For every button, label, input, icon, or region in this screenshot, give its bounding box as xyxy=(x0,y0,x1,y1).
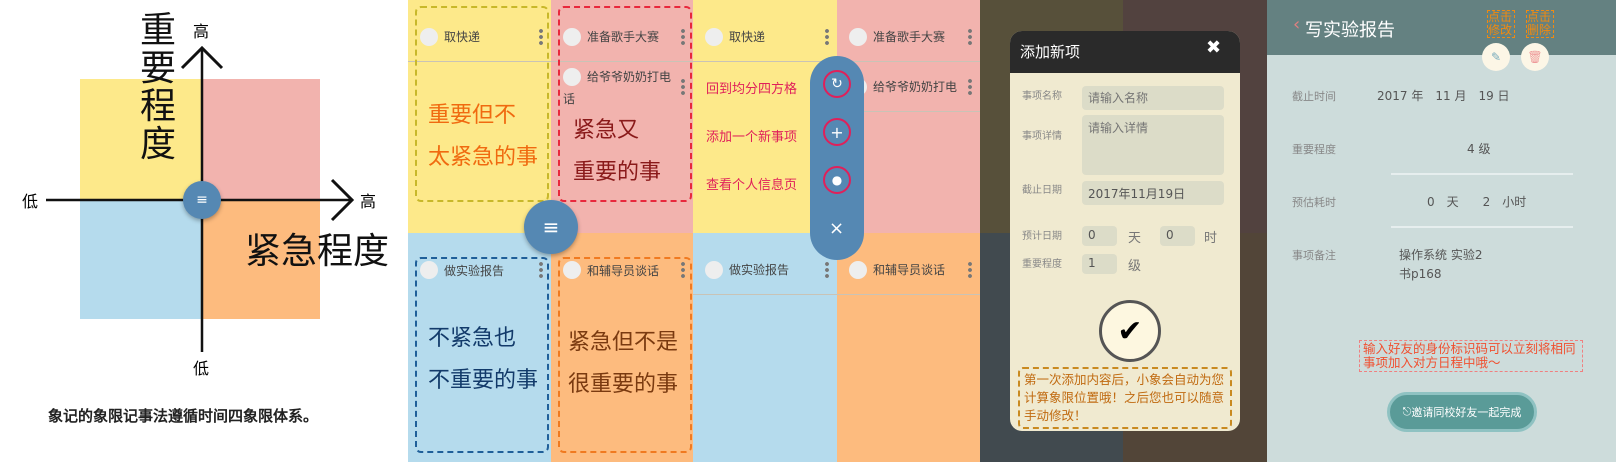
delete-icon[interactable]: 🗑 xyxy=(1521,43,1549,71)
importance-label: 重要程度 xyxy=(1022,259,1062,270)
name-input[interactable] xyxy=(1082,86,1224,110)
hint-profile: 查看个人信息页 xyxy=(706,178,798,193)
invite-button[interactable]: ⎋邀请同校好友一起完成 xyxy=(1387,392,1537,432)
item-wrap: 话 xyxy=(563,92,576,106)
estimate-value: 0 天 2 小时 xyxy=(1427,195,1527,209)
importance-value: 4 级 xyxy=(1467,142,1491,156)
estimate-label: 预计日期 xyxy=(1022,231,1062,242)
label-box xyxy=(415,257,549,453)
list-item[interactable]: 做实验报告 xyxy=(408,245,551,295)
edit-icon[interactable]: ✎ xyxy=(1482,43,1510,71)
list-item[interactable]: 取快递 xyxy=(693,12,837,62)
menu-button[interactable]: ≡ xyxy=(524,200,578,254)
hours-unit: 时 xyxy=(1204,231,1218,246)
deadline-label: 截止时间 xyxy=(1292,90,1336,103)
share-icon: ⎋ xyxy=(1402,405,1412,418)
name-label: 事项名称 xyxy=(1022,91,1062,102)
quadrant-screen: 取快递 准备歌手大赛 给爷爷奶奶打电 话 做实验报告 和辅导员谈话 重要但不太紧… xyxy=(408,0,693,462)
list-item[interactable]: 和辅导员谈话 xyxy=(551,245,693,295)
x-high-label: 高 xyxy=(360,192,377,211)
importance-unit: 级 xyxy=(1128,259,1142,274)
quadrant-pink xyxy=(202,79,320,200)
label-box xyxy=(415,6,549,202)
user-icon[interactable]: ● xyxy=(823,166,851,194)
deadline-label: 截止日期 xyxy=(1022,185,1062,196)
detail-screen: ‹ 写实验报告 点击修改 点击删除 ✎ 🗑 截止时间 2017 年 11 月 1… xyxy=(1267,0,1616,462)
caption: 象记的象限记事法遵循时间四象限体系。 xyxy=(48,407,319,425)
add-screen: 添加新项 ✖ 事项名称 事项详情 截止日期 2017年11月19日 预计日期 0… xyxy=(980,0,1267,462)
x-low-label: 低 xyxy=(22,192,39,211)
quadrant-orange xyxy=(202,200,320,319)
hours-input[interactable]: 0 xyxy=(1160,226,1195,246)
back-icon[interactable]: ‹ xyxy=(1293,14,1301,35)
label-box xyxy=(558,257,692,453)
dialog-title: 添加新项 xyxy=(1020,43,1081,61)
add-dialog: 添加新项 ✖ 事项名称 事项详情 截止日期 2017年11月19日 预计日期 0… xyxy=(1010,31,1240,431)
detail-header xyxy=(1267,0,1616,55)
confirm-button[interactable]: ✔ xyxy=(1099,300,1161,362)
importance-label: 重要程度 xyxy=(1292,143,1336,156)
detail-title: 写实验报告 xyxy=(1305,20,1395,41)
quadrant-label: 不紧急也不重要的事 xyxy=(428,326,539,393)
plus-icon[interactable]: + xyxy=(823,118,851,146)
invite-hint: 输入好友的身份标识码可以立刻将相同事项加入对方日程中哦～ xyxy=(1359,340,1583,372)
x-axis-title: 紧急程度 xyxy=(245,231,390,272)
detail-label: 事项详情 xyxy=(1022,131,1062,142)
note-label: 事项备注 xyxy=(1292,249,1336,262)
list-item[interactable]: 准备歌手大赛 xyxy=(837,12,980,62)
quadrant-label: 紧急又重要的事 xyxy=(573,118,662,185)
y-low-label: 低 xyxy=(193,359,210,378)
menu-screen: 取快递 准备歌手大赛 给爷爷奶奶打电 做实验报告 和辅导员谈话 ↻ + ● × … xyxy=(693,0,980,462)
deadline-value: 2017 年 11 月 19 日 xyxy=(1377,89,1510,103)
label-box xyxy=(558,6,692,202)
menu-icon: ≡ xyxy=(183,181,221,219)
delete-hint: 点击删除 xyxy=(1526,10,1554,38)
auto-quadrant-hint: 第一次添加内容后，小象会自动为您计算象限位置哦！之后您也可以随意手动修改！ xyxy=(1018,367,1232,429)
quadrant-label: 重要但不太紧急的事 xyxy=(428,103,539,170)
quadrant-yellow xyxy=(80,79,202,200)
hint-add: 添加一个新事项 xyxy=(706,130,798,145)
deadline-field[interactable]: 2017年11月19日 xyxy=(1082,181,1224,205)
days-unit: 天 xyxy=(1128,231,1142,246)
estimate-label: 预估耗时 xyxy=(1292,196,1336,209)
list-item[interactable]: 给爷爷奶奶打电 xyxy=(551,62,693,112)
list-item[interactable]: 取快递 xyxy=(408,12,551,62)
y-high-label: 高 xyxy=(193,22,210,41)
list-item[interactable]: 准备歌手大赛 xyxy=(551,12,693,62)
invite-button-label: 邀请同校好友一起完成 xyxy=(1411,406,1522,419)
days-input[interactable]: 0 xyxy=(1082,226,1117,246)
close-icon[interactable]: × xyxy=(829,218,845,239)
importance-input[interactable]: 1 xyxy=(1082,254,1117,274)
close-icon[interactable]: ✖ xyxy=(1206,37,1222,58)
refresh-icon[interactable]: ↻ xyxy=(823,70,851,98)
y-axis-title: 重要程度 xyxy=(140,10,177,165)
quadrant-label: 紧急但不是很重要的事 xyxy=(568,330,679,397)
hint-reset: 回到均分四方格 xyxy=(706,82,798,97)
list-item[interactable]: 和辅导员谈话 xyxy=(837,245,980,295)
list-item[interactable]: 做实验报告 xyxy=(693,245,837,295)
quadrant-blue xyxy=(80,200,202,319)
detail-input[interactable] xyxy=(1082,115,1224,175)
edit-hint: 点击修改 xyxy=(1487,10,1515,38)
